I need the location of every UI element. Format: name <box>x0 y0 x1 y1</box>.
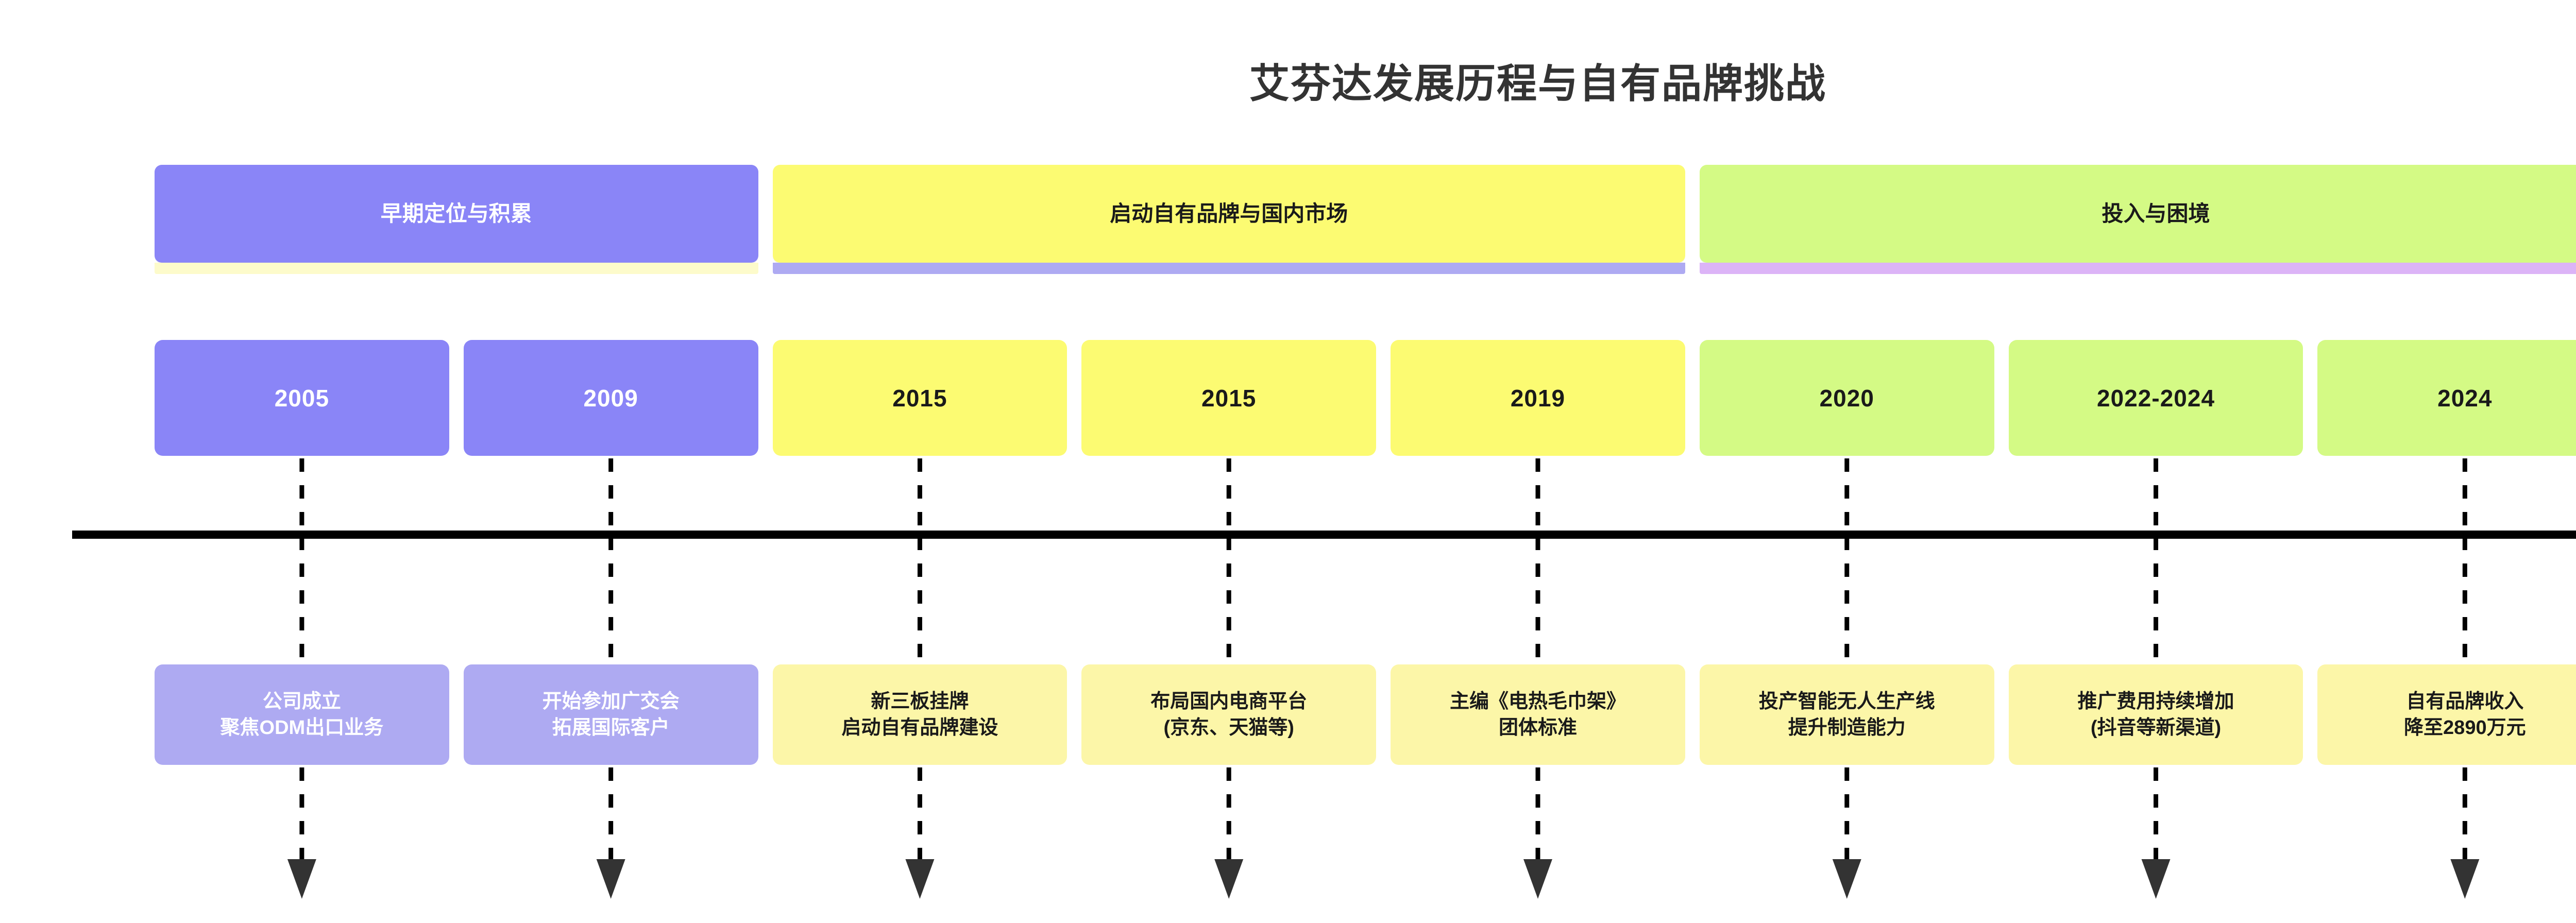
phase-underline-accent <box>155 263 758 274</box>
phase-bar[interactable]: 早期定位与积累 <box>155 165 758 263</box>
year-box[interactable]: 2015 <box>1081 340 1377 456</box>
event-box[interactable]: 公司成立 聚焦ODM出口业务 <box>155 664 449 765</box>
phase-underline-accent <box>772 263 1685 274</box>
year-box[interactable]: 2024 <box>2317 340 2576 456</box>
event-row: 公司成立 聚焦ODM出口业务 开始参加广交会 拓展国际客户 新三板挂牌 启动自有品牌… <box>155 664 2576 765</box>
connector-arrow-down-icon <box>2141 859 2171 899</box>
event-label: 开始参加广交会 拓展国际客户 <box>542 691 680 739</box>
year-label: 2020 <box>1819 384 1874 412</box>
event-box[interactable]: 主编《电热毛巾架》 团体标准 <box>1391 664 1685 765</box>
year-label: 2019 <box>1510 384 1566 412</box>
event-label: 自有品牌收入 降至2890万元 <box>2404 691 2526 739</box>
year-label: 2024 <box>2437 384 2493 412</box>
event-box[interactable]: 自有品牌收入 降至2890万元 <box>2317 664 2576 765</box>
phase-label: 早期定位与积累 <box>380 201 532 226</box>
year-box[interactable]: 2022-2024 <box>2008 340 2303 456</box>
year-label: 2009 <box>583 384 638 412</box>
phase-bar[interactable]: 投入与困境 <box>1699 165 2576 263</box>
phase-label: 启动自有品牌与国内市场 <box>1110 201 1348 226</box>
event-label: 公司成立 聚焦ODM出口业务 <box>220 691 384 739</box>
connector-arrow-down-icon <box>2450 859 2480 899</box>
year-box[interactable]: 2005 <box>155 340 449 456</box>
year-row: 2005200920152015201920202022-20242024202… <box>155 340 2576 456</box>
year-box[interactable]: 2015 <box>772 340 1067 456</box>
event-box[interactable]: 推广费用持续增加 (抖音等新渠道) <box>2008 664 2303 765</box>
event-box[interactable]: 投产智能无人生产线 提升制造能力 <box>1699 664 1994 765</box>
year-box[interactable]: 2009 <box>463 340 758 456</box>
connector-arrow-down-icon <box>1214 859 1244 899</box>
year-box[interactable]: 2019 <box>1391 340 1685 456</box>
year-label: 2005 <box>274 384 330 412</box>
connector-arrow-down-icon <box>905 859 935 899</box>
event-label: 新三板挂牌 启动自有品牌建设 <box>841 691 998 739</box>
event-box[interactable]: 开始参加广交会 拓展国际客户 <box>463 664 758 765</box>
connector-arrow-down-icon <box>596 859 625 899</box>
year-box[interactable]: 2020 <box>1699 340 1994 456</box>
connector-arrow-down-icon <box>1832 859 1861 899</box>
event-label: 主编《电热毛巾架》 团体标准 <box>1449 691 1626 739</box>
event-label: 布局国内电商平台 (京东、天猫等) <box>1150 691 1308 739</box>
event-label: 投产智能无人生产线 提升制造能力 <box>1758 691 1935 739</box>
event-label: 推广费用持续增加 (抖音等新渠道) <box>2077 691 2234 739</box>
year-label: 2015 <box>892 384 947 412</box>
phase-underline-accent <box>1699 263 2576 274</box>
phase-bar[interactable]: 启动自有品牌与国内市场 <box>772 165 1685 263</box>
connector-arrow-down-icon <box>287 859 316 899</box>
connector-arrow-down-icon <box>1523 859 1552 899</box>
phase-band: 早期定位与积累启动自有品牌与国内市场投入与困境持续挑战 <box>155 165 2576 274</box>
phase-label: 投入与困境 <box>2102 201 2210 226</box>
page-title: 艾芬达发展历程与自有品牌挑战 <box>1249 61 1826 106</box>
year-label: 2015 <box>1201 384 1257 412</box>
event-box[interactable]: 布局国内电商平台 (京东、天猫等) <box>1081 664 1377 765</box>
event-box[interactable]: 新三板挂牌 启动自有品牌建设 <box>772 664 1067 765</box>
year-label: 2022-2024 <box>2097 384 2215 412</box>
